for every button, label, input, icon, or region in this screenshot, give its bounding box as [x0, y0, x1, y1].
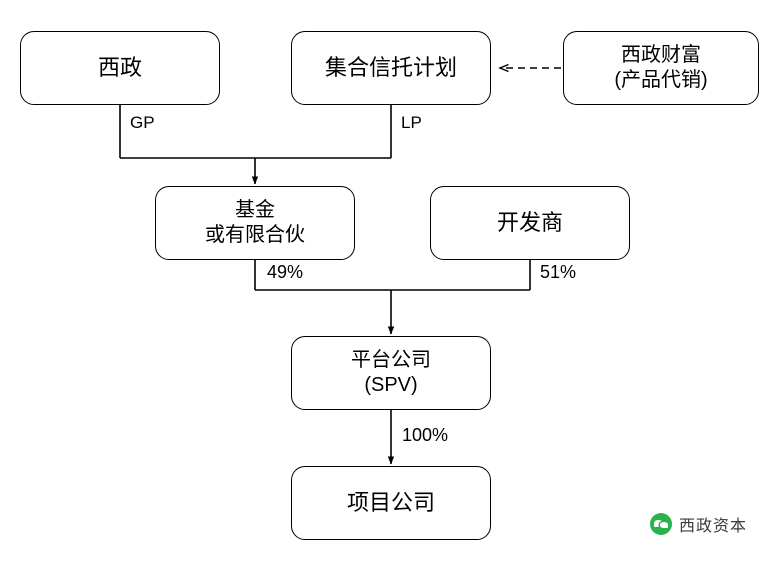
- node-xizheng-wealth[interactable]: 西政财富 (产品代销): [563, 31, 759, 105]
- edge-label-100-percent: 100%: [402, 425, 449, 445]
- watermark-text: 西政资本: [679, 518, 748, 535]
- edge-label-51-percent: 51%: [540, 262, 577, 282]
- watermark: 西政资本: [650, 512, 747, 536]
- node-platform-company[interactable]: 平台公司 (SPV): [291, 336, 491, 410]
- node-developer[interactable]: 开发商: [430, 186, 630, 260]
- edge-label-gp: GP: [130, 113, 155, 132]
- node-fund[interactable]: 基金 或有限合伙: [155, 186, 355, 260]
- node-xizheng[interactable]: 西政: [20, 31, 220, 105]
- wechat-icon: [650, 513, 672, 535]
- edge-label-lp: LP: [401, 113, 422, 132]
- node-trust-plan[interactable]: 集合信托计划: [291, 31, 491, 105]
- connector-gp-lp-to-fund: [119, 105, 392, 185]
- node-project-company[interactable]: 项目公司: [291, 466, 491, 540]
- edge-label-49-percent: 49%: [267, 262, 304, 282]
